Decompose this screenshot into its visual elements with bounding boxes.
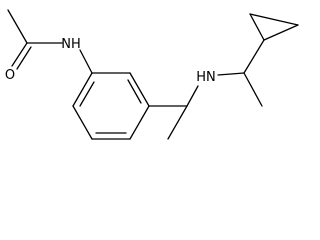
atom-label-oxygen: O: [5, 68, 15, 83]
ring-bond-6: [72, 72, 93, 107]
atom-label-amide-nitrogen: NH: [61, 37, 81, 52]
bond-ch2-methyl: [243, 72, 263, 107]
cyclopropyl-bond-1: [249, 13, 265, 41]
ring-double-inner-3: [79, 81, 95, 107]
cyclopropyl-bond-2: [249, 13, 299, 26]
ring-bond-2: [129, 72, 150, 107]
bond-ch2-cyclopropyl: [243, 39, 265, 74]
ring-bond-3: [129, 105, 150, 140]
bond-carbonyl-double-outer: [11, 42, 28, 67]
bond-methyl-carbonyl: [7, 9, 28, 44]
bond-nh-ch2: [217, 72, 245, 76]
bond-ch-methyl: [167, 105, 188, 140]
atom-label-amine-nitrogen: HN: [196, 70, 216, 85]
cyclopropyl-bond-3: [263, 24, 299, 41]
structure-canvas: O NH HN: [4, 9, 299, 140]
bond-nitrogen-ring: [79, 49, 93, 74]
ring-double-inner-1: [127, 79, 142, 104]
molecule-drawing: O NH HN: [5, 9, 299, 140]
ring-bond-5: [72, 105, 93, 140]
bond-ch-nh: [186, 85, 199, 107]
bond-carbonyl-double-inner: [16, 46, 32, 70]
